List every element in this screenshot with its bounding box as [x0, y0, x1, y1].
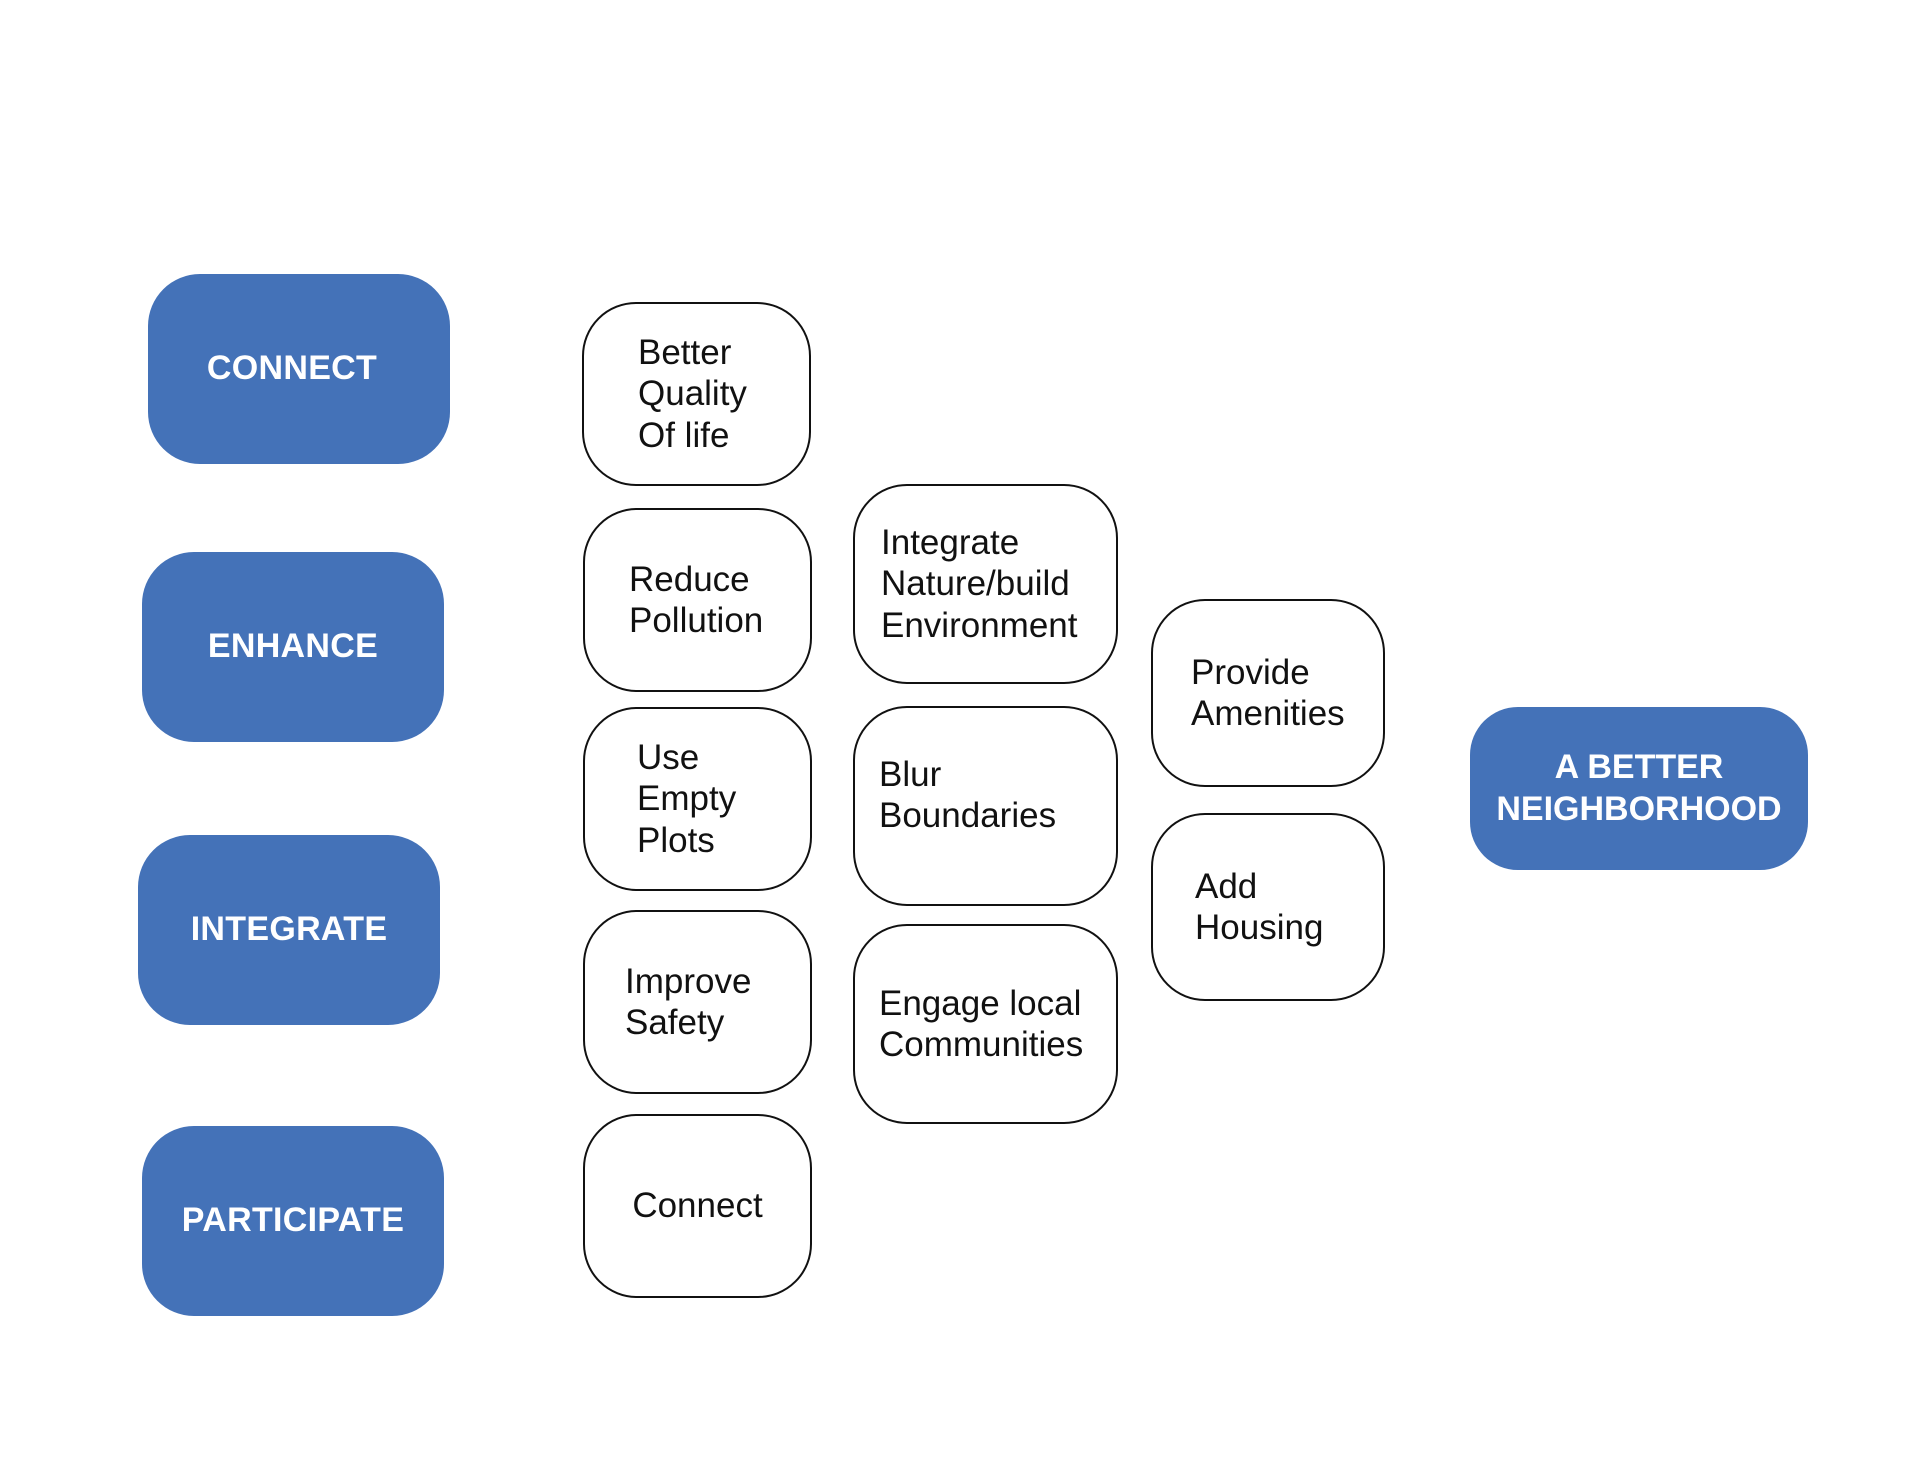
pillar-participate-label: PARTICIPATE	[181, 1201, 405, 1240]
action-provide-amenities: Provide Amenities	[1151, 599, 1385, 787]
pillar-integrate: INTEGRATE	[138, 835, 440, 1025]
goal-better-neighborhood: A BETTER NEIGHBORHOOD	[1470, 707, 1808, 870]
pillar-connect-label: CONNECT	[206, 349, 378, 388]
action-use-empty-plots-label: Use Empty Plots	[637, 738, 737, 860]
goal-better-neighborhood-label: A BETTER NEIGHBORHOOD	[1496, 748, 1782, 828]
action-better-quality-of-life-label: Better Quality Of life	[638, 333, 747, 455]
pillar-enhance-label: ENHANCE	[207, 627, 379, 666]
action-use-empty-plots: Use Empty Plots	[583, 707, 812, 891]
action-reduce-pollution-label: Reduce Pollution	[629, 559, 764, 640]
action-reduce-pollution: Reduce Pollution	[583, 508, 812, 692]
action-connect: Connect	[583, 1114, 812, 1298]
action-blur-boundaries-label: Blur Boundaries	[879, 755, 1057, 836]
action-provide-amenities-label: Provide Amenities	[1191, 652, 1345, 733]
pillar-integrate-label: INTEGRATE	[190, 910, 388, 949]
action-improve-safety-label: Improve Safety	[625, 961, 752, 1042]
pillar-participate: PARTICIPATE	[142, 1126, 444, 1316]
action-add-housing-label: Add Housing	[1195, 866, 1324, 947]
action-engage-communities: Engage local Communities	[853, 924, 1118, 1124]
action-integrate-nature-label: Integrate Nature/build Environment	[881, 523, 1078, 645]
action-add-housing: Add Housing	[1151, 813, 1385, 1001]
action-integrate-nature: Integrate Nature/build Environment	[853, 484, 1118, 684]
action-better-quality-of-life: Better Quality Of life	[582, 302, 811, 486]
pillar-connect: CONNECT	[148, 274, 450, 464]
action-connect-label: Connect	[632, 1186, 763, 1226]
pillar-enhance: ENHANCE	[142, 552, 444, 742]
action-engage-communities-label: Engage local Communities	[879, 983, 1084, 1064]
action-blur-boundaries: Blur Boundaries	[853, 706, 1118, 906]
action-improve-safety: Improve Safety	[583, 910, 812, 1094]
